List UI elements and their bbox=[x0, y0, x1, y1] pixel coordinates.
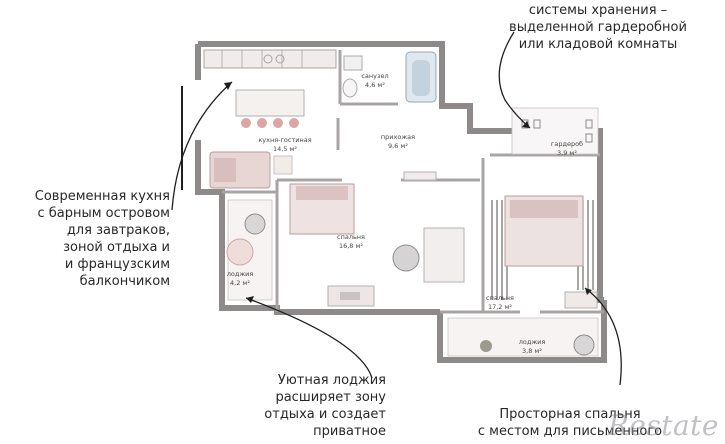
arrow-storage bbox=[498, 31, 531, 129]
annotation-loggia-line-3: отдыха и создает bbox=[264, 407, 386, 422]
annotation-bedroom: Просторная спальня с местом для письменн… bbox=[470, 406, 670, 440]
area-hallway: 9,6 м² bbox=[388, 142, 408, 150]
area-kitchen: 14,5 м² bbox=[273, 145, 297, 153]
area-wardrobe: 3,9 м² bbox=[557, 149, 577, 157]
annotation-loggia: Уютная лоджия расширяет зону отдыха и со… bbox=[240, 372, 386, 440]
area-bedroom1: 16,8 м² bbox=[339, 242, 363, 250]
label-loggia1: лоджия bbox=[227, 270, 254, 278]
label-wardrobe: гардероб bbox=[551, 140, 583, 148]
annotation-storage-line-2: выделенной гардеробной bbox=[509, 20, 687, 35]
label-kitchen: кухня-гостиная bbox=[258, 136, 311, 144]
arrow-kitchen bbox=[171, 81, 233, 211]
bedroom1-wardrobe bbox=[423, 227, 465, 283]
callout-arrows bbox=[171, 31, 622, 386]
label-loggia2: лоджия bbox=[519, 338, 546, 346]
annotation-kitchen-line-2: с барным островом bbox=[37, 206, 170, 221]
annotation-kitchen-line-6: балкончиком bbox=[79, 274, 170, 289]
bedroom1-armchair bbox=[392, 244, 420, 272]
loggia2-chair bbox=[573, 334, 595, 356]
area-bedroom2: 17,2 м² bbox=[488, 303, 512, 311]
watermark-logo: Restate bbox=[607, 409, 719, 442]
bedroom2-desk bbox=[564, 291, 598, 309]
label-hallway: прихожая bbox=[381, 133, 415, 141]
annotation-kitchen-line-1: Современная кухня bbox=[34, 189, 170, 204]
annotation-storage: системы хранения – выделенной гардеробно… bbox=[498, 2, 698, 53]
label-bedroom2: спальня bbox=[486, 294, 514, 302]
annotation-kitchen-line-5: и французским bbox=[64, 257, 170, 272]
arrow-bedroom bbox=[584, 287, 622, 386]
arrow-heads bbox=[224, 82, 592, 303]
annotation-kitchen-line-3: для завтраков, bbox=[66, 223, 170, 238]
annotation-bedroom-line-1: Просторная спальня bbox=[499, 407, 641, 422]
area-bathroom: 4,6 м² bbox=[365, 81, 385, 89]
annotation-kitchen-line-4: зоной отдыха и bbox=[63, 240, 170, 255]
annotation-bedroom-line-2: с местом для письменного bbox=[477, 424, 663, 439]
sink bbox=[343, 55, 363, 71]
annotation-loggia-line-2: расширяет зону bbox=[275, 390, 386, 405]
kitchen-island bbox=[235, 89, 305, 117]
annotation-storage-line-3: или кладовой комнаты bbox=[518, 37, 678, 52]
arrow-loggia bbox=[245, 297, 373, 379]
annotation-kitchen: Современная кухня с барным островом для … bbox=[10, 188, 170, 290]
label-bathroom: санузел bbox=[361, 72, 388, 80]
loggia1-chair bbox=[244, 213, 266, 235]
wardrobe-room bbox=[511, 107, 599, 155]
annotation-loggia-line-1: Уютная лоджия bbox=[277, 373, 386, 388]
toilet bbox=[342, 78, 358, 98]
room-labels: санузел 4,6 м² кухня-гостиная 14,5 м² пр… bbox=[227, 72, 583, 355]
bar-stools bbox=[241, 118, 299, 128]
area-loggia2: 3,8 м² bbox=[522, 347, 542, 355]
label-bedroom1: спальня bbox=[337, 233, 365, 241]
annotation-storage-line-1: системы хранения – bbox=[528, 3, 668, 18]
kitchen-counter bbox=[203, 49, 337, 69]
annotation-loggia-line-4: приватное bbox=[313, 424, 386, 439]
area-loggia1: 4,2 м² bbox=[230, 279, 250, 287]
